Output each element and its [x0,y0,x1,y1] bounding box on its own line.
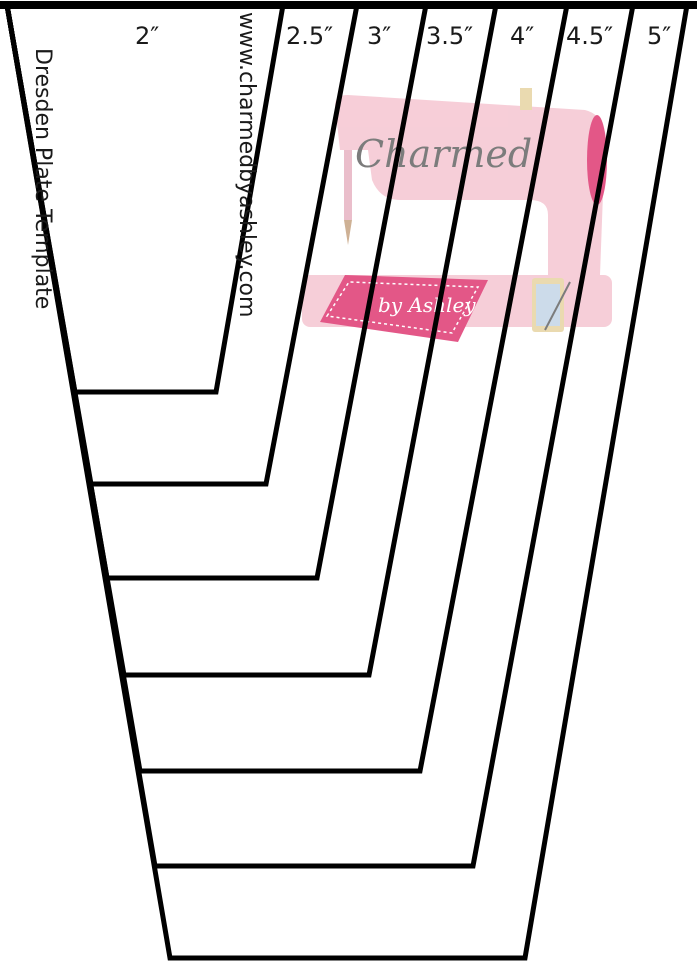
size-label-3: 3″ [367,22,391,50]
logo-title: Charmed [355,132,532,176]
size-label-3-5: 3.5″ [426,22,473,50]
logo-fabric-shape [320,275,488,342]
size-labels: 2″ 2.5″ 3″ 3.5″ 4″ 4.5″ 5″ [135,22,671,50]
size-label-2-5: 2.5″ [286,22,333,50]
logo-subtitle: by Ashley [378,293,476,317]
logo-needle-shape [344,220,352,245]
logo-machine-arm-shape [335,95,605,275]
template-title: Dresden Plate Template [30,48,55,309]
size-label-2: 2″ [135,22,159,50]
logo-needle-bar-shape [344,150,352,220]
logo-spool-needle-shape [544,281,571,331]
wedge-2-5-inch [4,2,361,487]
logo-fabric-stitch-shape [325,281,480,334]
website-text: www.charmedbyashley.com [234,12,259,317]
size-label-4: 4″ [510,22,534,50]
logo-spool-pin-shape [520,88,532,110]
size-label-5: 5″ [647,22,671,50]
logo-thread-shape [536,284,560,326]
size-label-4-5: 4.5″ [566,22,613,50]
